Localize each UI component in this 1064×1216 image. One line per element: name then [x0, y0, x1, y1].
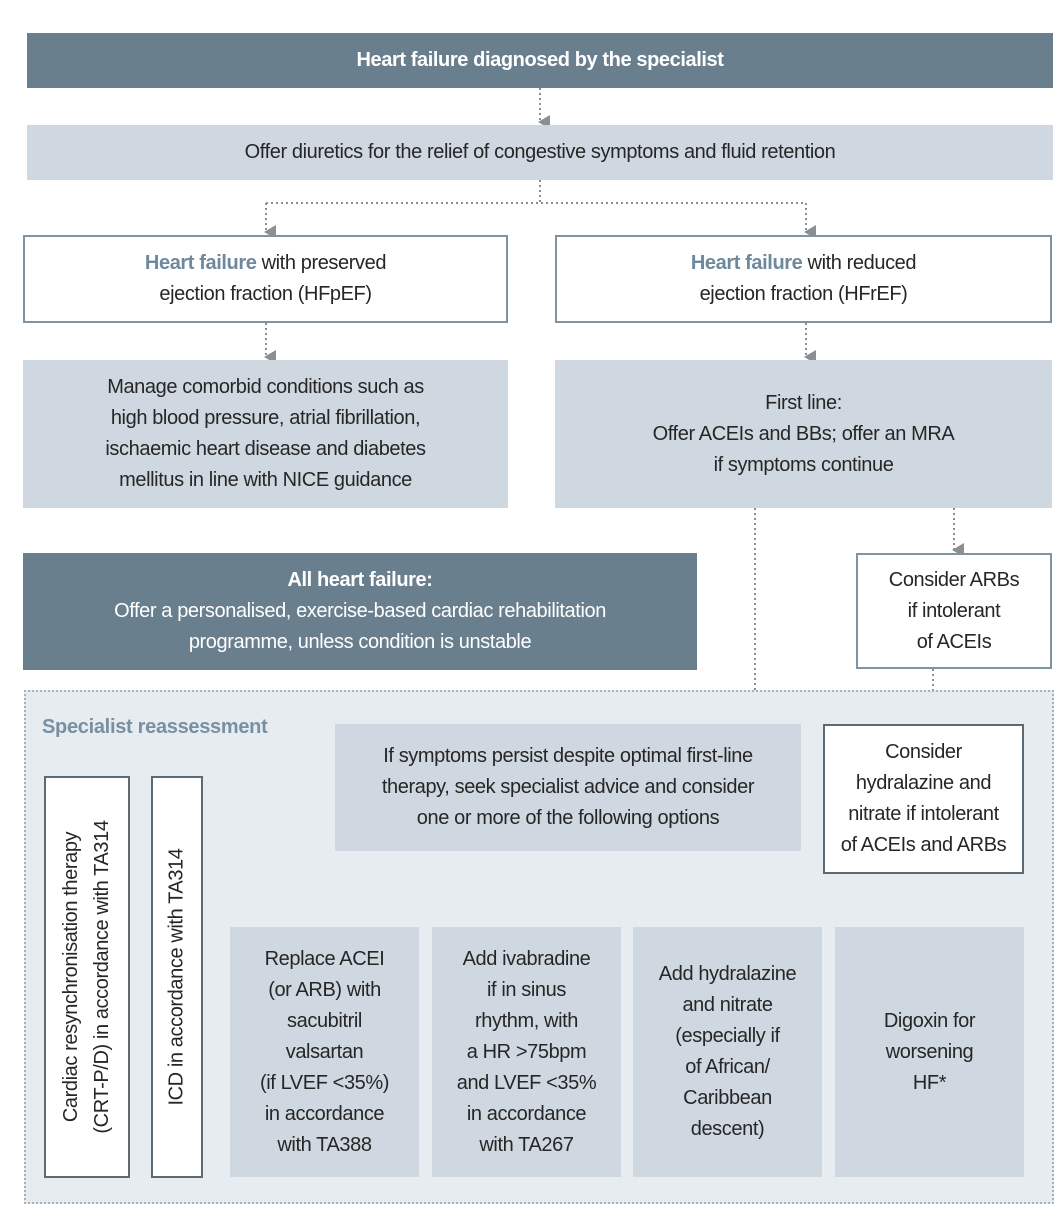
option-line: (or ARB) with [268, 978, 381, 1001]
persist-line: therapy, seek specialist advice and cons… [381, 776, 755, 798]
hydralazine-line: of ACEIs and ARBs [840, 834, 1007, 856]
persist-box: If symptoms persist despite optimal firs… [335, 724, 801, 851]
diagnosis-box: Heart failure diagnosed by the specialis… [27, 33, 1053, 88]
option-line: and nitrate [682, 994, 773, 1016]
comorbid-line: Manage comorbid conditions such as [107, 376, 424, 398]
comorbid-line: high blood pressure, atrial fibrillation… [110, 407, 421, 429]
all-heart-failure-box: All heart failure: Offer a personalised,… [23, 553, 697, 670]
option-line: in accordance [264, 1102, 385, 1125]
hfref-text-1: with reduced [802, 252, 917, 274]
crt-box: Cardiac resynchronisation therapy (CRT-P… [44, 776, 130, 1178]
hfref-text-2: ejection fraction (HFrEF) [699, 283, 908, 305]
first-line-line: Offer ACEIs and BBs; offer an MRA [652, 422, 955, 445]
first-line-line: if symptoms continue [713, 453, 894, 476]
crt-line: Cardiac resynchronisation therapy [60, 831, 82, 1123]
option-line: (if LVEF <35%) [259, 1071, 390, 1094]
option-line: of African/ [685, 1056, 770, 1078]
hydralazine-box: Consider hydralazine and nitrate if into… [823, 724, 1024, 874]
all-heart-failure-line: programme, unless condition is unstable [188, 631, 532, 653]
first-line-line: First line: [765, 391, 842, 414]
option-line: with TA388 [277, 1133, 372, 1156]
comorbid-box: Manage comorbid conditions such as high … [23, 360, 508, 508]
option-sacubitril-box: Replace ACEI (or ARB) with sacubitril va… [230, 927, 419, 1177]
hfref-box: Heart failure with reduced ejection frac… [555, 235, 1052, 323]
icd-text: ICD in accordance with TA314 [165, 848, 188, 1106]
arbs-line: if intolerant [907, 599, 1001, 622]
option-line: valsartan [285, 1040, 364, 1063]
persist-line: If symptoms persist despite optimal firs… [383, 745, 753, 767]
diuretics-text: Offer diuretics for the relief of conges… [244, 141, 836, 163]
all-heart-failure-line: Offer a personalised, exercise-based car… [114, 600, 606, 622]
consider-arbs-box: Consider ARBs if intolerant of ACEIs [856, 553, 1052, 669]
hydralazine-line: hydralazine and [855, 772, 992, 794]
arbs-line: of ACEIs [916, 630, 992, 653]
crt-line: (CRT-P/D) in accordance with TA314 [91, 820, 113, 1134]
option-digoxin-box: Digoxin for worsening HF* [835, 927, 1024, 1177]
option-line: descent) [690, 1118, 765, 1140]
comorbid-line: mellitus in line with NICE guidance [119, 469, 412, 491]
hydralazine-line: Consider [885, 741, 962, 763]
all-heart-failure-title: All heart failure: [287, 569, 433, 591]
option-line: if in sinus [487, 978, 566, 1001]
hydralazine-line: nitrate if intolerant [848, 803, 999, 825]
option-line: worsening [885, 1040, 974, 1063]
option-hydralazine-nitrate-box: Add hydralazine and nitrate (especially … [633, 927, 822, 1177]
option-line: Caribbean [683, 1087, 772, 1109]
option-line: in accordance [466, 1102, 587, 1125]
option-line: Add hydralazine [658, 963, 797, 985]
hfpef-accent: Heart failure [144, 252, 257, 274]
option-line: a HR >75bpm [466, 1040, 587, 1063]
arbs-line: Consider ARBs [888, 568, 1020, 591]
option-line: rhythm, with [474, 1009, 578, 1032]
persist-line: one or more of the following options [416, 807, 720, 829]
option-line: with TA267 [479, 1133, 574, 1156]
comorbid-line: ischaemic heart disease and diabetes [105, 438, 426, 460]
diagnosis-title: Heart failure diagnosed by the specialis… [356, 49, 724, 71]
option-line: Add ivabradine [462, 947, 591, 970]
hfpef-text-2: ejection fraction (HFpEF) [159, 283, 372, 305]
option-line: Digoxin for [883, 1009, 976, 1032]
option-ivabradine-box: Add ivabradine if in sinus rhythm, with … [432, 927, 621, 1177]
option-line: HF* [912, 1071, 947, 1094]
icd-box: ICD in accordance with TA314 [151, 776, 203, 1178]
option-line: (especially if [675, 1025, 780, 1047]
option-line: Replace ACEI [264, 947, 385, 970]
hfref-accent: Heart failure [690, 252, 803, 274]
option-line: and LVEF <35% [456, 1071, 597, 1094]
hfpef-text-1: with preserved [256, 252, 387, 274]
diuretics-box: Offer diuretics for the relief of conges… [27, 125, 1053, 180]
option-line: sacubitril [287, 1009, 362, 1032]
specialist-reassessment-title: Specialist reassessment [42, 716, 268, 738]
first-line-box: First line: Offer ACEIs and BBs; offer a… [555, 360, 1052, 508]
hfpef-box: Heart failure with preserved ejection fr… [23, 235, 508, 323]
